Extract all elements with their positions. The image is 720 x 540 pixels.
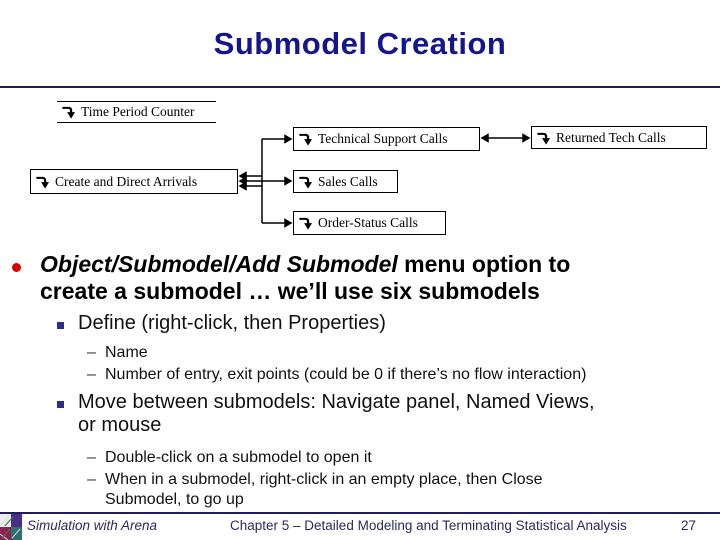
submodel-box-label: Technical Support Calls [318, 131, 448, 146]
submodel-diagram: Time Period Counter Technical Support Ca… [0, 0, 720, 250]
submodel-box-label: Sales Calls [318, 173, 378, 189]
level1-bullet-icon [12, 263, 21, 272]
submodel-down-arrow-icon [36, 176, 50, 189]
submodel-box-label: Time Period Counter [81, 104, 195, 119]
bullet1-menu-path: Object/Submodel/Add Submodel [40, 251, 398, 277]
submodel-down-arrow-icon [299, 176, 313, 189]
connector-lines [238, 133, 531, 228]
footer-page-number: 27 [680, 518, 696, 533]
submodel-box-label: Create and Direct Arrivals [55, 173, 198, 189]
dash-item-text: Number of entry, exit points (could be 0… [105, 366, 587, 383]
submodel-box-order-status-calls: Order-Status Calls [293, 211, 446, 235]
submodel-box-create-and-direct-arrivals: Create and Direct Arrivals [30, 169, 238, 194]
submodel-box-label: Returned Tech Calls [556, 129, 666, 145]
dash-item-double-click: – Double-click on a submodel to open it [87, 448, 372, 468]
submodel-down-arrow-icon [299, 217, 313, 230]
dash-item-text: Name [105, 344, 148, 361]
title-divider [0, 86, 720, 88]
sub-bullet-move-line1: Move between submodels: Navigate panel, … [78, 391, 595, 413]
level2-bullet-icon [57, 322, 64, 329]
dash-icon: – [87, 344, 96, 361]
submodel-down-arrow-icon [537, 132, 551, 145]
dash-item-text: When in a submodel, right-click in an em… [105, 470, 543, 510]
submodel-box-returned-tech-calls: Returned Tech Calls [531, 126, 707, 149]
dash-item-text: Double-click on a submodel to open it [105, 449, 372, 466]
bullet1-rest: menu option to [397, 251, 571, 277]
dash-item-name: – Name [87, 343, 148, 363]
footer-book-title: Simulation with Arena [27, 518, 158, 533]
arena-logo [0, 514, 22, 540]
dash-icon: – [87, 366, 96, 383]
submodel-box-technical-support-calls: Technical Support Calls [293, 127, 480, 151]
submodel-down-arrow-icon [299, 133, 313, 146]
submodel-box-time-period-counter: Time Period Counter [57, 101, 216, 123]
footer-chapter-title: Chapter 5 – Detailed Modeling and Termin… [230, 518, 627, 533]
dash-item-entry-exit: – Number of entry, exit points (could be… [87, 365, 715, 385]
footer-divider [0, 512, 720, 514]
dash-item-close-submodel: – When in a submodel, right-click in an … [87, 470, 687, 510]
bullet1-text: Object/Submodel/Add Submodel menu option… [40, 251, 716, 305]
bullet1-line2: create a submodel … we’ll use six submod… [40, 278, 540, 304]
dash-item-line2: Submodel, to go up [105, 491, 244, 508]
dash-icon: – [87, 449, 96, 466]
submodel-down-arrow-icon [62, 106, 76, 119]
sub-bullet-move: Move between submodels: Navigate panel, … [78, 391, 595, 437]
sub-bullet-move-line2: or mouse [78, 414, 162, 436]
submodel-box-sales-calls: Sales Calls [293, 170, 398, 193]
submodel-box-label: Order-Status Calls [318, 215, 418, 230]
sub-bullet-define: Define (right-click, then Properties) [78, 312, 386, 334]
dash-icon: – [87, 471, 96, 488]
page-title: Submodel Creation [213, 26, 507, 61]
level2-bullet-icon [57, 401, 64, 408]
dash-item-line1: When in a submodel, right-click in an em… [105, 471, 543, 488]
